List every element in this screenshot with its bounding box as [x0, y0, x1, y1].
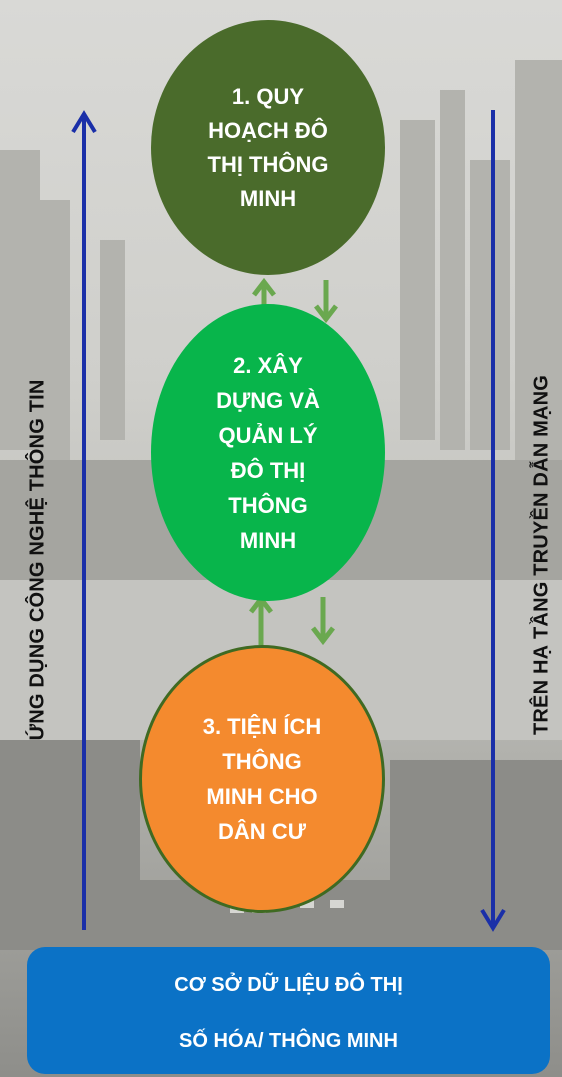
up-arrow-3-to-2 [249, 594, 273, 645]
right-down-arrow [480, 110, 506, 932]
database-title-line1: CƠ SỞ DỮ LIỆU ĐÔ THỊ [174, 974, 403, 996]
right-side-label: TRÊN HẠ TẦNG TRUYỀN DẪN MẠNG [530, 374, 553, 736]
left-up-arrow [71, 110, 97, 930]
step-3-label: 3. TIỆN ÍCH THÔNG MINH CHO DÂN CƯ [202, 714, 322, 844]
step-3-circle: 3. TIỆN ÍCH THÔNG MINH CHO DÂN CƯ [139, 645, 385, 913]
step-1-circle: 1. QUY HOẠCH ĐÔ THỊ THÔNG MINH [151, 20, 385, 275]
down-arrow-1-to-2 [314, 280, 338, 324]
step-2-label: 2. XÂY DỰNG VÀ QUẢN LÝ ĐÔ THỊ THÔNG MINH [216, 352, 320, 553]
step-2-circle: 2. XÂY DỰNG VÀ QUẢN LÝ ĐÔ THỊ THÔNG MINH [151, 304, 385, 601]
database-box: CƠ SỞ DỮ LIỆU ĐÔ THỊ SỐ HÓA/ THÔNG MINH [27, 947, 550, 1074]
step-1-label: 1. QUY HOẠCH ĐÔ THỊ THÔNG MINH [207, 83, 329, 211]
down-arrow-2-to-3 [311, 597, 335, 646]
database-title-line2: SỐ HÓA/ THÔNG MINH [179, 1030, 398, 1052]
left-side-label: ỨNG DỤNG CÔNG NGHỆ THÔNG TIN [26, 379, 49, 741]
